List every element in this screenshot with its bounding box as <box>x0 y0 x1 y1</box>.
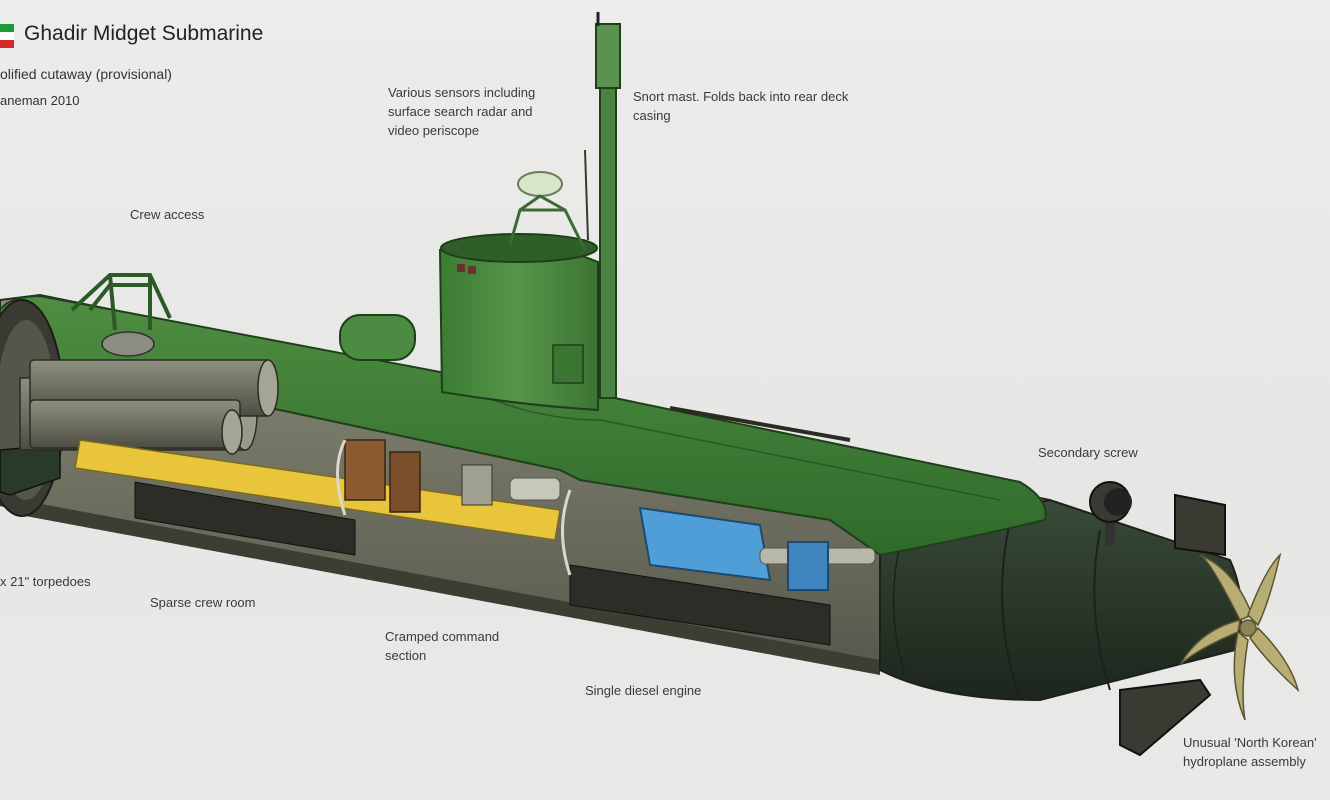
label-command-section: Cramped command section <box>385 629 500 663</box>
diagram-title: Ghadir Midget Submarine <box>24 22 264 45</box>
label-secondary-screw: Secondary screw <box>1038 445 1138 460</box>
diagram-credit: aneman 2010 <box>0 93 80 108</box>
label-diesel-engine: Single diesel engine <box>585 683 702 698</box>
iran-flag-icon <box>0 24 14 50</box>
label-crew-access: Crew access <box>130 207 205 222</box>
conning-tower <box>438 233 599 412</box>
sensor-array <box>508 171 587 251</box>
label-crew-room: Sparse crew room <box>150 595 256 610</box>
crew-access-hatch <box>70 273 172 357</box>
deck-air-tank <box>339 314 416 361</box>
label-snort-mast: Snort mast. Folds back into rear deck ca… <box>633 89 849 123</box>
snort-mast <box>584 12 621 399</box>
secondary-screw <box>1089 481 1132 545</box>
main-propeller <box>1179 552 1300 721</box>
torpedo-tubes <box>19 359 279 455</box>
diagram-subtitle: olified cutaway (provisional) <box>0 66 172 82</box>
diesel-engine-unit <box>638 506 876 591</box>
label-hydroplane: Unusual 'North Korean' hydroplane assemb… <box>1183 735 1317 769</box>
command-equipment <box>344 439 561 513</box>
deck-rail <box>669 406 851 442</box>
label-sensors: Various sensors including surface search… <box>388 85 536 138</box>
label-torpedoes: x 21" torpedoes <box>0 574 91 589</box>
hydroplane-assembly <box>1119 493 1226 757</box>
battery-blocks <box>134 481 831 646</box>
bulkheads <box>336 439 572 576</box>
